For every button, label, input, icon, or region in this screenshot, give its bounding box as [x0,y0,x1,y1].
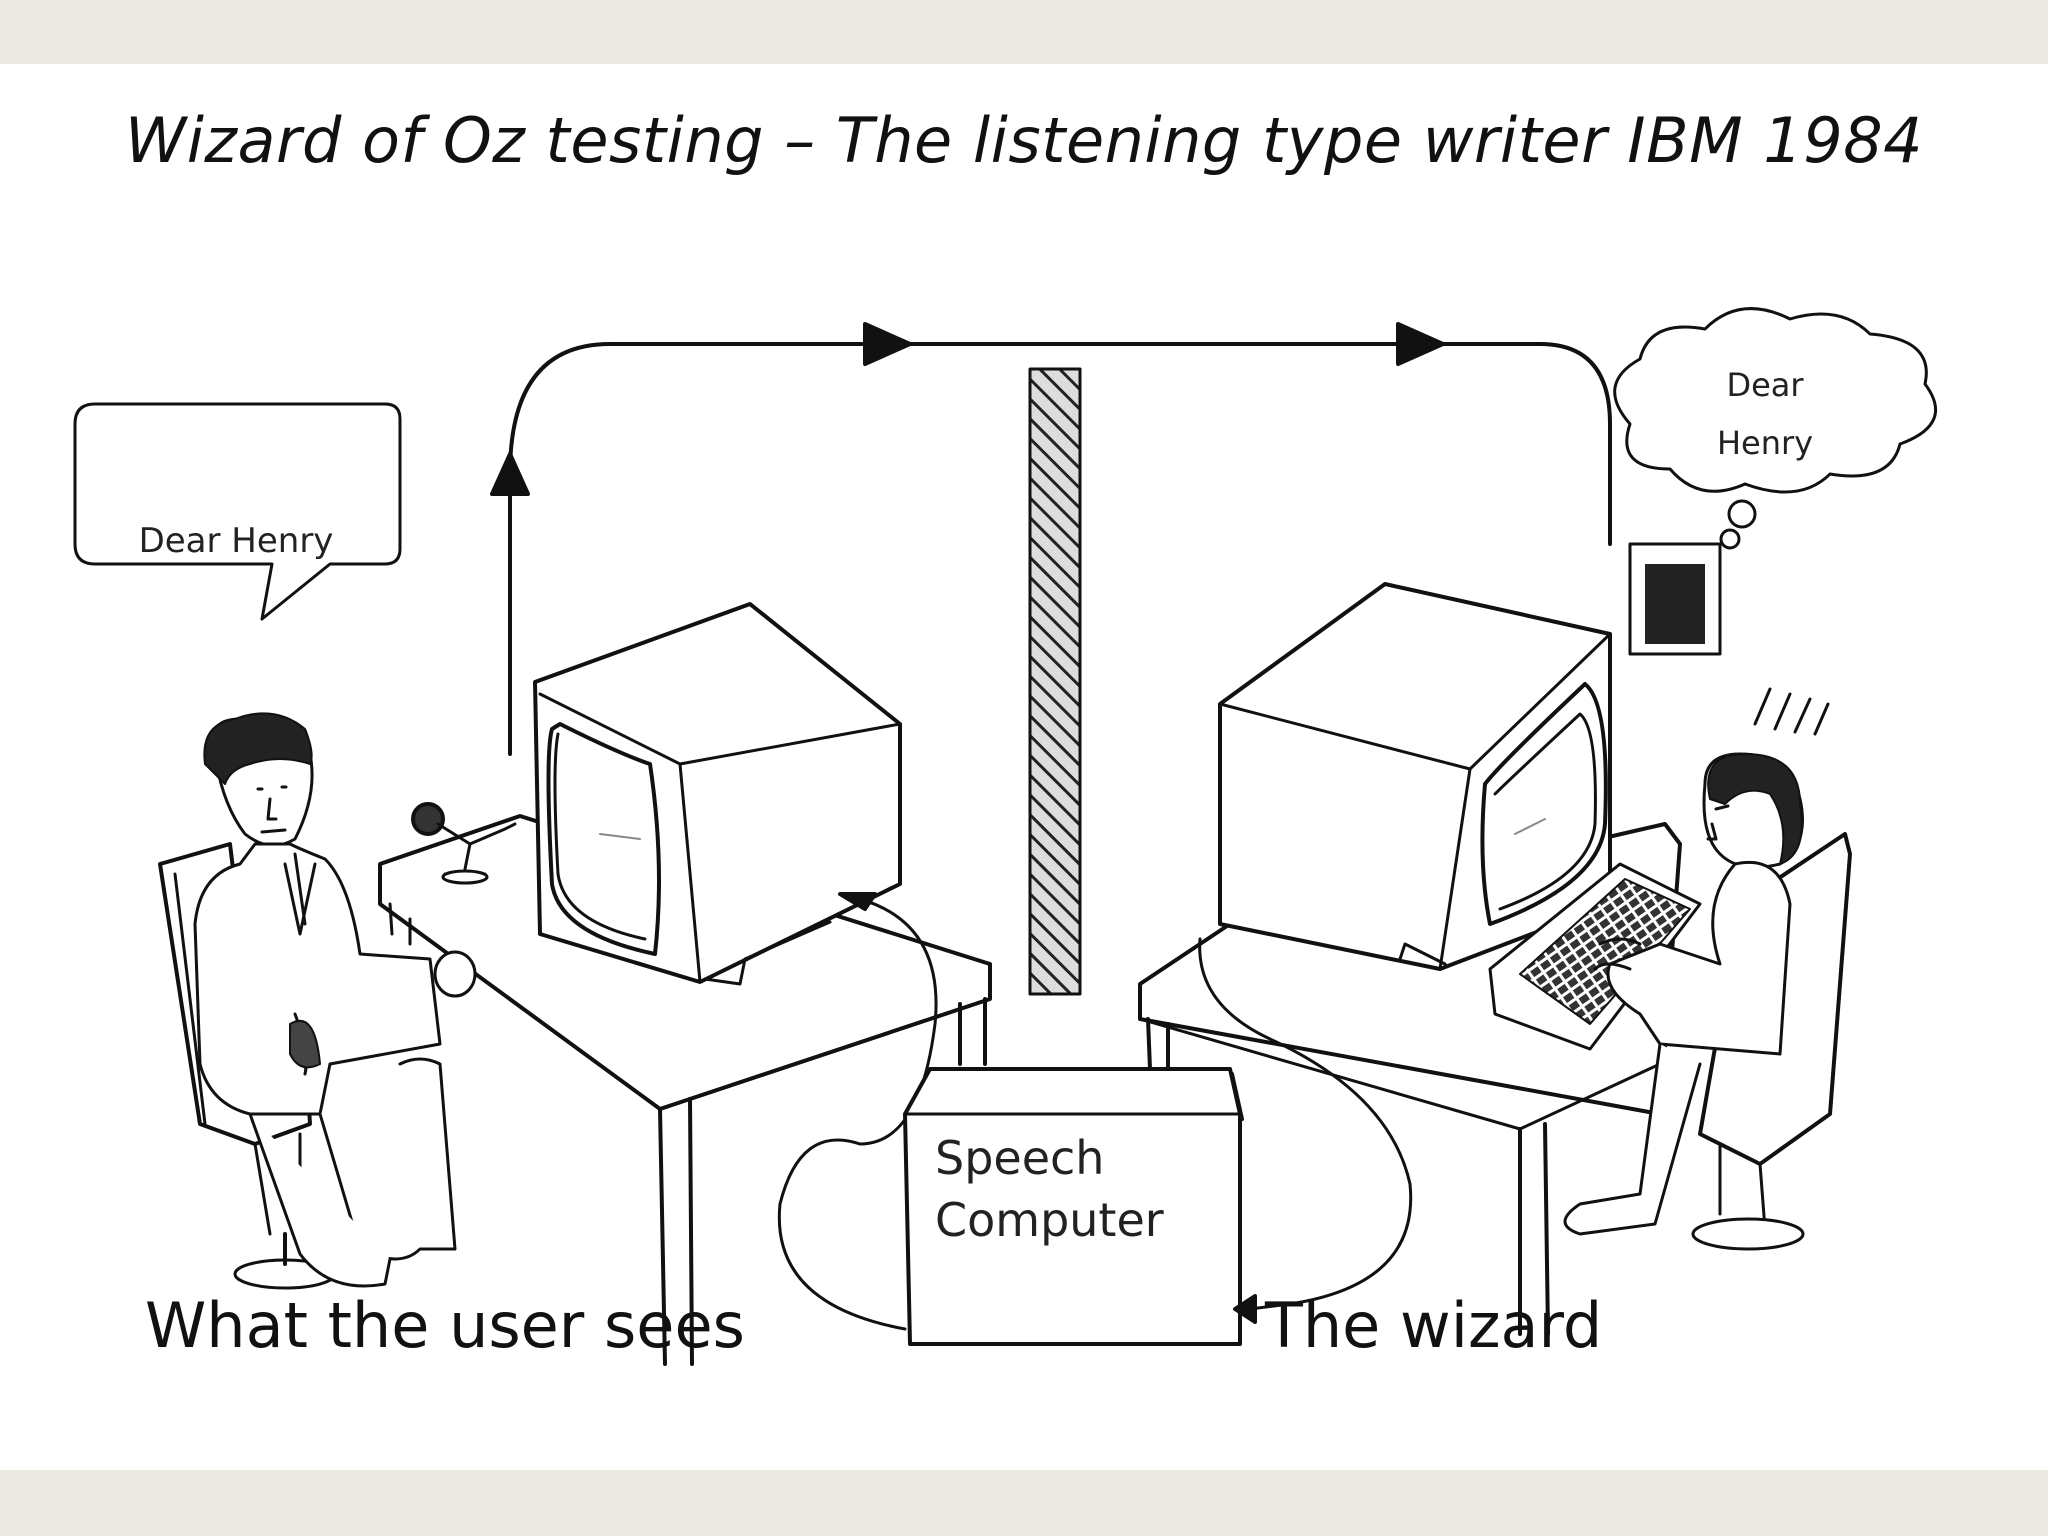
thought-bubble [1613,307,1937,494]
caption-user: What the user sees [145,1289,745,1362]
thought-bubble-line2: Henry [1717,424,1813,462]
arrow-right-icon [1396,322,1445,366]
speech-computer-line1: Speech [935,1131,1104,1185]
speech-computer-line2: Computer [935,1193,1164,1247]
signal-line [508,342,1612,756]
user-figure [193,712,477,1288]
caption-wizard: The wizard [1265,1289,1603,1362]
thought-dot [1727,499,1757,529]
partition-wall [1028,367,1082,996]
speech-bubble-text: Dear Henry [139,521,334,561]
wizard-figure [1563,752,1804,1236]
arrow-up-icon [490,452,530,496]
arrow-left-icon [1233,1294,1257,1324]
slide: Wizard of Oz testing – The listening typ… [0,64,2048,1470]
wizard-of-oz-diagram: Dear Henry Dear Henry Speech Computer [73,307,1937,1366]
arrow-right-icon [863,322,912,366]
microphone-icon [411,802,445,836]
thought-bubble-line1: Dear [1726,366,1804,404]
speech-bubble [73,402,402,621]
thought-dot [1719,528,1741,550]
slide-title: Wizard of Oz testing – The listening typ… [124,104,1924,177]
